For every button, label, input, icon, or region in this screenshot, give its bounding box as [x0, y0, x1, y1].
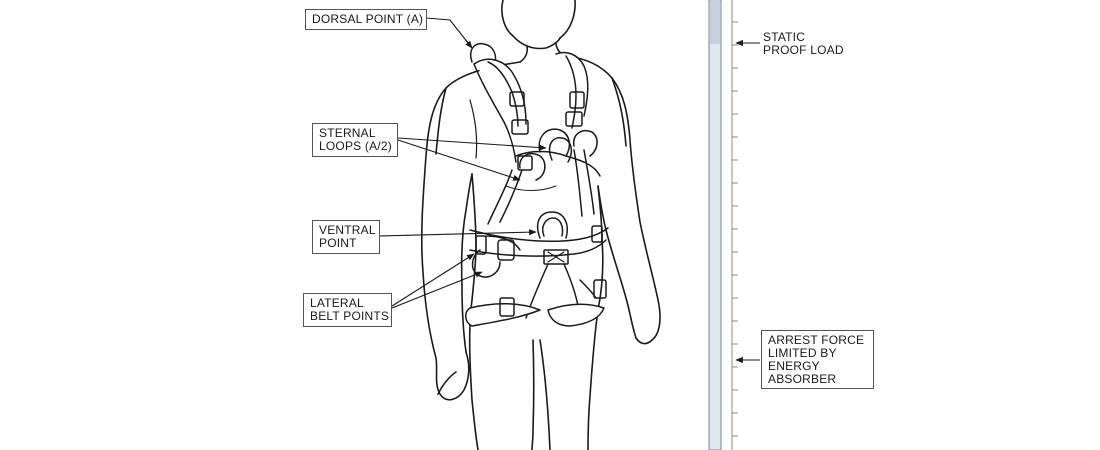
dorsal-point-text: DORSAL POINT (A): [312, 12, 424, 26]
arrest-line-1: ARREST FORCE: [768, 333, 865, 347]
sternal-leader-2: [397, 139, 521, 181]
static-proof-load-label: STATIC PROOF LOAD: [763, 31, 844, 57]
static-line-1: STATIC: [763, 30, 806, 44]
arrest-force-label: ARREST FORCE LIMITED BY ENERGY ABSORBER: [761, 330, 874, 389]
human-figure-outline: [420, 0, 661, 450]
lateral-leader-1: [391, 253, 475, 307]
dorsal-point-label: DORSAL POINT (A): [305, 9, 427, 30]
arrest-line-2: LIMITED BY: [768, 346, 837, 360]
lateral-line-2: BELT POINTS: [310, 309, 390, 323]
ventral-line-2: POINT: [319, 236, 357, 250]
harness-webbing: [465, 42, 609, 327]
ventral-leader: [379, 229, 537, 237]
ventral-line-1: VENTRAL: [319, 223, 376, 237]
lateral-line-1: LATERAL: [310, 296, 364, 310]
scale-bar: [708, 0, 722, 450]
sternal-loops-label: STERNAL LOOPS (A/2): [312, 123, 398, 157]
arrest-line-4: ABSORBER: [768, 372, 837, 386]
lateral-belt-points-label: LATERAL BELT POINTS: [303, 293, 392, 327]
callout-leaders: [379, 17, 547, 309]
sternal-line-2: LOOPS (A/2): [319, 139, 392, 153]
scale-bar-top: [710, 0, 720, 44]
lateral-leader-2: [391, 271, 483, 309]
scale-ticks: [732, 21, 738, 437]
sternal-leader-1: [397, 137, 547, 151]
force-scale: [708, 0, 760, 450]
static-line-2: PROOF LOAD: [763, 43, 844, 57]
sternal-line-1: STERNAL: [319, 126, 376, 140]
ventral-point-label: VENTRAL POINT: [312, 220, 380, 254]
arrest-line-3: ENERGY: [768, 359, 820, 373]
dorsal-leader: [425, 17, 473, 49]
